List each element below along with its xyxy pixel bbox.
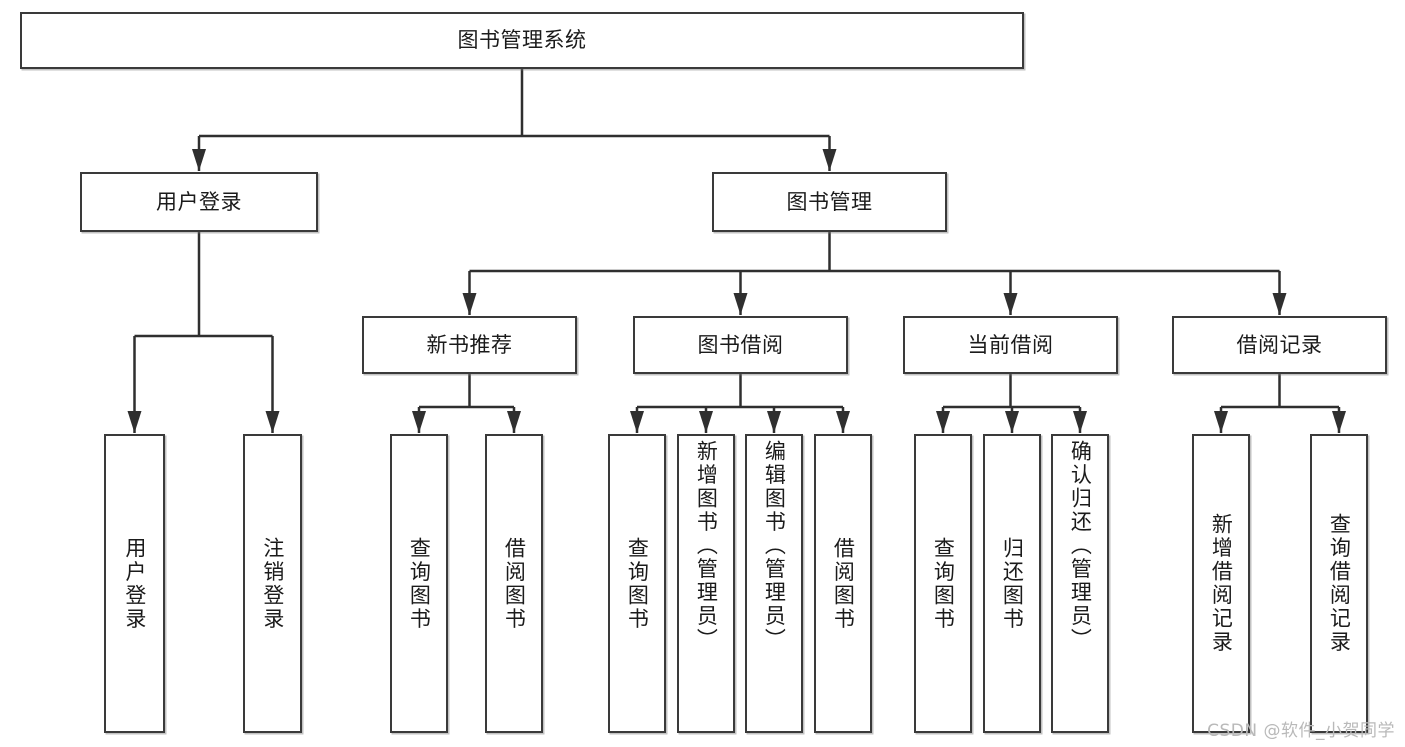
arrowhead-icon: [1005, 411, 1019, 433]
arrowhead-icon: [936, 411, 950, 433]
node-book-manage: 图书管理: [712, 172, 947, 232]
node-leaf-borrow-book-2: 借阅图书: [814, 434, 872, 733]
arrowhead-icon: [507, 411, 521, 433]
node-leaf-user-login: 用户登录: [104, 434, 165, 733]
node-label-leaf-logout: 注销登录: [260, 536, 285, 631]
node-label-current-borrow: 当前借阅: [967, 332, 1054, 357]
arrowhead-icon: [265, 411, 280, 433]
arrowhead-icon: [462, 293, 477, 315]
node-leaf-query-book-1: 查询图书: [390, 434, 448, 733]
node-label-book-borrow: 图书借阅: [697, 332, 784, 357]
node-label-leaf-edit-book: 编辑图书（管理员）: [762, 440, 787, 652]
node-leaf-logout: 注销登录: [243, 434, 302, 733]
node-label-leaf-user-login: 用户登录: [122, 536, 147, 631]
arrowhead-icon: [1073, 411, 1087, 433]
node-leaf-add-book: 新增图书（管理员）: [677, 434, 735, 733]
arrowhead-icon: [412, 411, 426, 433]
node-leaf-return-book: 归还图书: [983, 434, 1041, 733]
node-label-root: 图书管理系统: [457, 28, 587, 53]
node-borrow-record: 借阅记录: [1172, 316, 1387, 374]
node-label-book-manage: 图书管理: [786, 189, 873, 214]
node-label-leaf-borrow-book-1: 借阅图书: [502, 536, 527, 631]
node-user-login: 用户登录: [80, 172, 318, 232]
node-leaf-query-book-3: 查询图书: [914, 434, 972, 733]
arrowhead-icon: [192, 149, 206, 171]
node-leaf-query-record: 查询借阅记录: [1310, 434, 1368, 733]
node-leaf-add-record: 新增借阅记录: [1192, 434, 1250, 733]
arrowhead-icon: [822, 149, 837, 171]
arrowhead-icon: [836, 411, 850, 433]
node-label-borrow-record: 借阅记录: [1236, 332, 1323, 357]
node-label-leaf-add-record: 新增借阅记录: [1209, 513, 1234, 654]
arrowhead-icon: [733, 293, 748, 315]
node-book-borrow: 图书借阅: [633, 316, 848, 374]
node-leaf-confirm-return: 确认归还（管理员）: [1051, 434, 1109, 733]
node-label-leaf-query-book-2: 查询图书: [625, 536, 650, 631]
node-label-user-login: 用户登录: [156, 189, 242, 214]
node-root: 图书管理系统: [20, 12, 1024, 69]
node-leaf-edit-book: 编辑图书（管理员）: [745, 434, 803, 733]
node-new-book-rec: 新书推荐: [362, 316, 577, 374]
node-label-leaf-return-book: 归还图书: [1000, 536, 1025, 631]
watermark-label: CSDN @软件_小贺同学: [1207, 721, 1395, 741]
arrowhead-icon: [630, 411, 644, 433]
node-current-borrow: 当前借阅: [903, 316, 1118, 374]
node-label-leaf-query-record: 查询借阅记录: [1327, 513, 1352, 654]
arrowhead-icon: [1332, 411, 1346, 433]
node-label-leaf-confirm-return: 确认归还（管理员）: [1068, 440, 1093, 652]
arrowhead-icon: [767, 411, 781, 433]
arrowhead-icon: [699, 411, 713, 433]
node-label-new-book-rec: 新书推荐: [426, 332, 513, 357]
node-label-leaf-query-book-3: 查询图书: [931, 536, 956, 631]
arrowhead-icon: [1003, 293, 1018, 315]
node-leaf-query-book-2: 查询图书: [608, 434, 666, 733]
arrowhead-icon: [1214, 411, 1228, 433]
node-leaf-borrow-book-1: 借阅图书: [485, 434, 543, 733]
arrowhead-icon: [1272, 293, 1287, 315]
node-label-leaf-add-book: 新增图书（管理员）: [694, 440, 719, 652]
node-label-leaf-query-book-1: 查询图书: [407, 536, 432, 631]
arrowhead-icon: [127, 411, 142, 433]
node-label-leaf-borrow-book-2: 借阅图书: [831, 536, 856, 631]
